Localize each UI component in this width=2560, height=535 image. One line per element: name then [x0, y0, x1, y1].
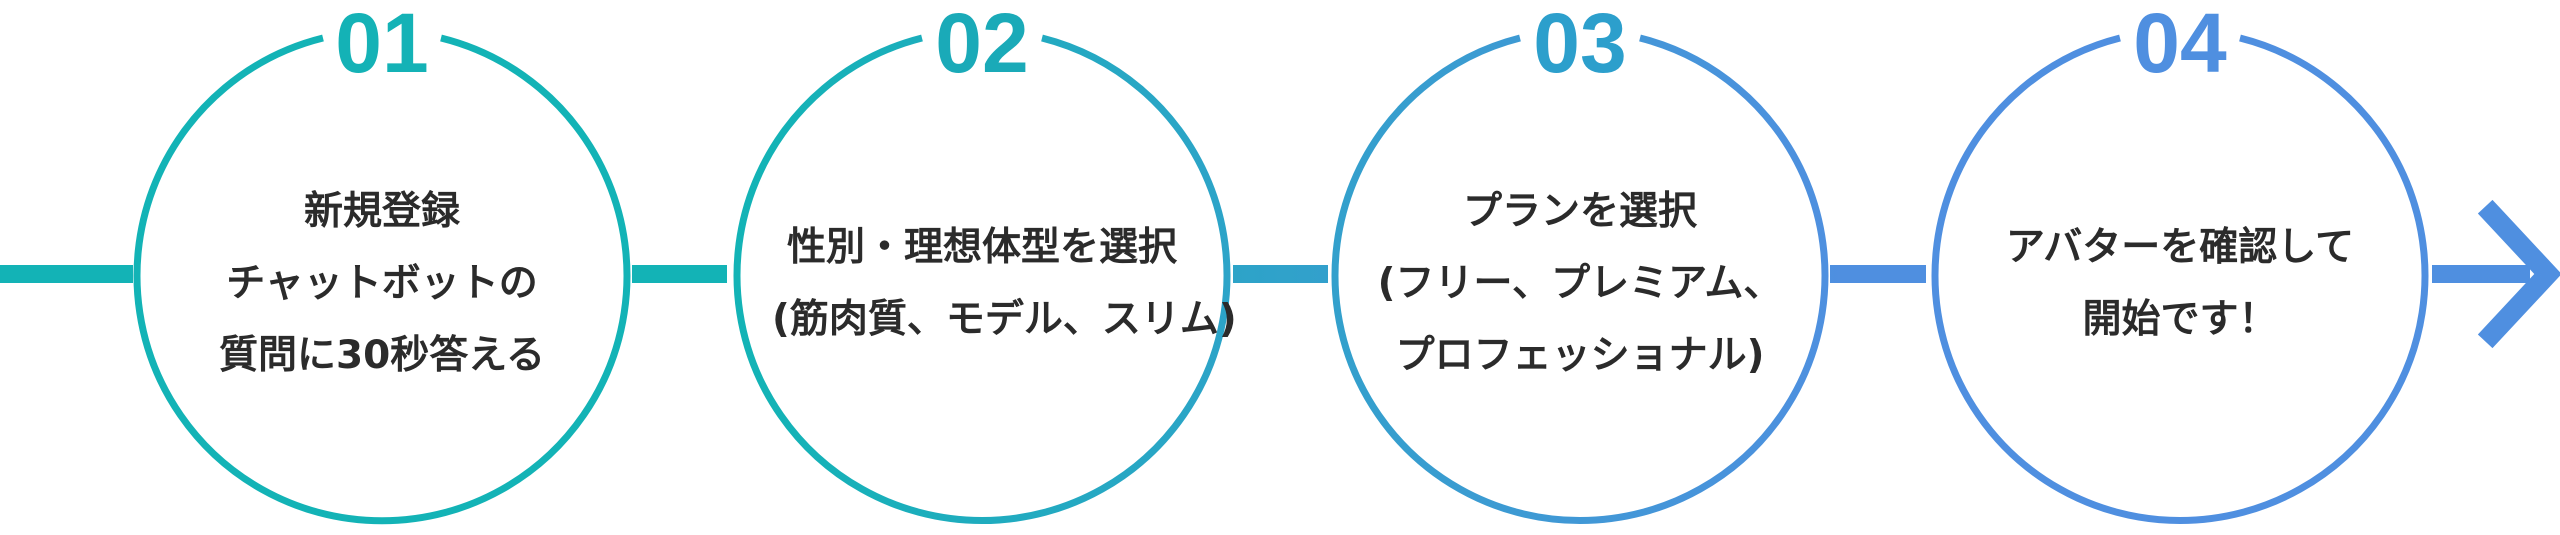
- connector-segment-3-4: [1830, 265, 1926, 283]
- step-label-3: プランを選択 (フリー、プレミアム、 プロフェッショナル): [1370, 176, 1790, 392]
- step-label-line: (フリー、プレミアム、: [1377, 261, 1783, 306]
- step-label-4: アバターを確認して 開始です！: [1970, 212, 2390, 356]
- step-number-4: 04: [2133, 0, 2227, 90]
- step-number-1: 01: [335, 0, 428, 90]
- step-number-2: 02: [935, 0, 1028, 90]
- step-label-2: 性別・理想体型を選択 (筋肉質、モデル、スリム): [772, 212, 1237, 356]
- step-label-line: アバターを確認して: [2005, 225, 2355, 270]
- step-circle-3: [1331, 34, 1829, 524]
- step-number-3: 03: [1533, 0, 1626, 90]
- step-circle-1: [133, 34, 631, 525]
- step-label-line: プロフェッショナル): [1395, 333, 1765, 378]
- step-circle-4: [1931, 34, 2429, 524]
- step-label-line: 性別・理想体型を選択: [786, 225, 1177, 270]
- connector-segment-start: [0, 265, 133, 283]
- arrow-right-icon: [2477, 199, 2560, 349]
- step-label-line: 新規登録: [303, 189, 460, 234]
- step-label-line: 質問に30秒答える: [218, 333, 546, 378]
- connector-segment-end: [2432, 265, 2530, 283]
- step-label-line: (筋肉質、モデル、スリム): [772, 297, 1237, 342]
- step-label-line: チャットボットの: [226, 261, 538, 306]
- step-label-line: 開始です！: [2082, 297, 2278, 342]
- step-label-1: 新規登録 チャットボットの 質問に30秒答える: [172, 176, 592, 392]
- step-circle-2: [733, 34, 1231, 524]
- connector-segment-1-2: [632, 265, 727, 283]
- step-label-line: プランを選択: [1462, 189, 1697, 234]
- connector-segment-2-3: [1233, 265, 1328, 283]
